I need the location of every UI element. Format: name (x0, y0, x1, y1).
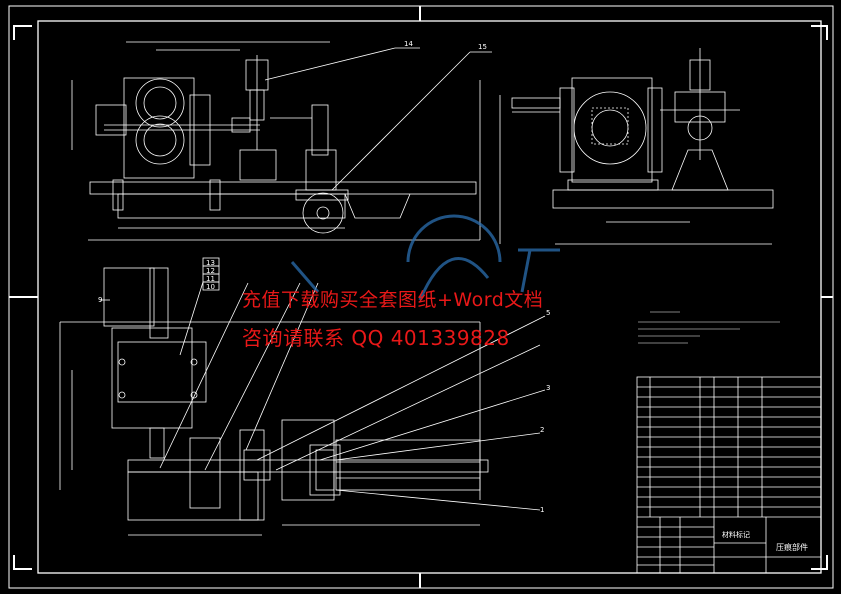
title-block (636, 376, 822, 574)
material-label: 材料标记 (722, 530, 750, 539)
balloon-1: 1 (540, 506, 544, 514)
front-view (71, 41, 492, 241)
logo-watermark (290, 214, 560, 301)
balloon-2: 2 (540, 426, 544, 434)
balloon-12: 12 (206, 267, 215, 275)
balloon-11: 11 (206, 275, 215, 283)
balloon-3: 3 (546, 384, 550, 392)
balloon-15: 15 (478, 43, 487, 51)
plan-view (59, 257, 546, 536)
balloon-5: 5 (546, 309, 550, 317)
balloon-14: 14 (404, 40, 413, 48)
balloon-10: 10 (206, 283, 215, 291)
drawing-title: 压痕部件 (776, 542, 808, 552)
side-view (499, 48, 774, 245)
technical-notes (638, 311, 780, 344)
balloon-13: 13 (206, 259, 215, 267)
balloon-9: 9 (98, 296, 102, 304)
watermark-line-1: 充值下载购买全套图纸+Word文档 (242, 289, 544, 311)
watermark-line-2: 咨询请联系 QQ 401339828 (242, 326, 510, 350)
